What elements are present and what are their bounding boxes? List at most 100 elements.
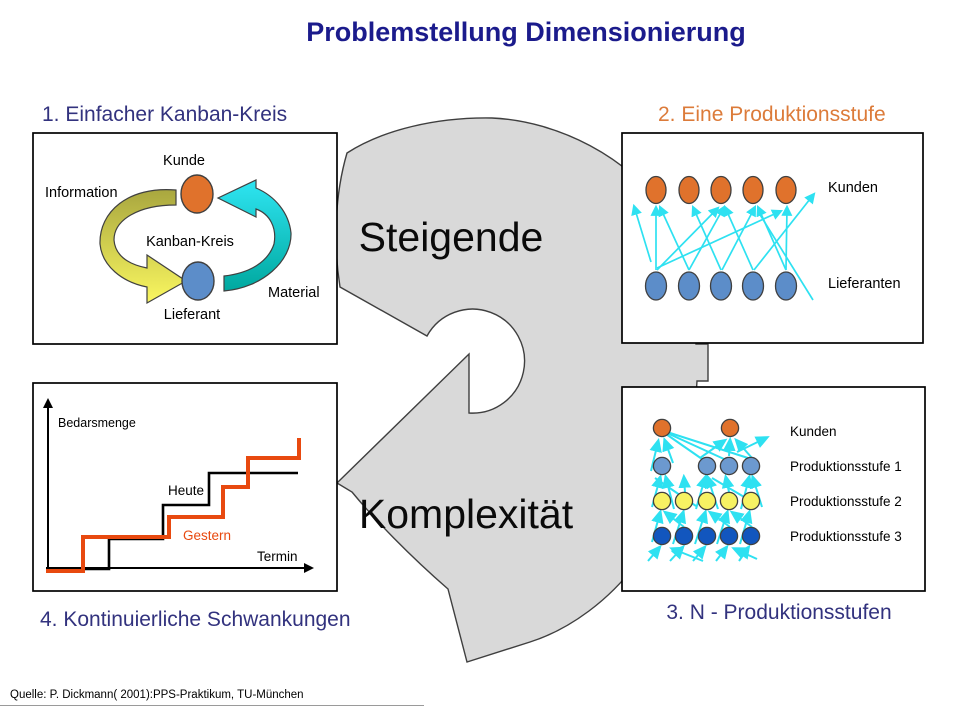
flow-line bbox=[665, 433, 703, 460]
gestern-series-label: Gestern bbox=[183, 528, 231, 543]
cycle-word-top: Steigende bbox=[359, 214, 544, 260]
panel-fluctuations: Bedarsmenge Termin Heute Gestern 4. Kont… bbox=[32, 382, 351, 631]
complexity-cycle-arrow: Steigende Komplexität bbox=[335, 117, 709, 663]
label-kunden: Kunden bbox=[790, 424, 837, 439]
supplier-node bbox=[677, 271, 701, 301]
label-information: Information bbox=[45, 185, 118, 201]
label-stage1: Produktionsstufe 1 bbox=[790, 459, 902, 474]
panel-kanban: 1. Einfacher Kanban-Kreis Kunde Informat… bbox=[32, 103, 338, 345]
flow-arrow bbox=[631, 203, 652, 263]
flow-arrow bbox=[723, 436, 736, 457]
flow-line bbox=[666, 431, 749, 459]
flow-arrow bbox=[656, 209, 784, 269]
panel-one-stage-heading: 2. Eine Produktionsstufe bbox=[658, 103, 886, 126]
stage1-node bbox=[741, 456, 761, 476]
flow-arrow bbox=[678, 473, 691, 493]
stage-flow-arrows bbox=[647, 431, 770, 562]
panel-n-stages-frame bbox=[621, 386, 926, 592]
flow-arrow bbox=[753, 192, 816, 271]
label-kunde: Kunde bbox=[163, 153, 205, 169]
flow-arrow bbox=[658, 204, 690, 271]
flow-arrow bbox=[695, 473, 709, 510]
supplier-node bbox=[774, 271, 798, 301]
stage2-node bbox=[741, 491, 761, 511]
flow-arrow bbox=[721, 205, 757, 271]
flow-arrow bbox=[691, 204, 722, 271]
information-arrow bbox=[99, 189, 188, 305]
supplier-node bbox=[741, 271, 765, 301]
stage2-row bbox=[652, 491, 761, 511]
stage2-node bbox=[719, 491, 739, 511]
stage1-node bbox=[697, 456, 717, 476]
customer-node bbox=[720, 418, 740, 438]
source-credit: Quelle: P. Dickmann( 2001):PPS-Praktikum… bbox=[10, 689, 304, 701]
panel-n-stages-heading: 3. N - Produktionsstufen bbox=[666, 601, 891, 624]
customer-nodes bbox=[645, 175, 797, 205]
flow-arrow bbox=[721, 473, 735, 493]
customer-node bbox=[652, 418, 672, 438]
stage2-node bbox=[652, 491, 672, 511]
label-stage3: Produktionsstufe 3 bbox=[790, 529, 902, 544]
flow-arrow bbox=[781, 204, 793, 271]
stage2-node bbox=[674, 491, 694, 511]
flow-arrow bbox=[736, 436, 770, 453]
customer-node bbox=[775, 175, 797, 205]
supplier-node bbox=[181, 261, 215, 301]
panel-one-stage: 2. Eine Produktionsstufe bbox=[621, 103, 924, 344]
label-lieferant: Lieferant bbox=[164, 307, 220, 323]
label-material: Material bbox=[268, 285, 320, 301]
flow-arrow bbox=[647, 544, 662, 562]
panel-n-stages: Kunden Produktionsstufe 1 Produktionsstu… bbox=[621, 386, 926, 624]
flow-arrow bbox=[716, 509, 730, 545]
heute-series-label: Heute bbox=[168, 483, 204, 498]
supplier-node bbox=[709, 271, 733, 301]
customer-node bbox=[678, 175, 700, 205]
customer-node bbox=[645, 175, 667, 205]
customer-node bbox=[710, 175, 732, 205]
flow-line bbox=[666, 432, 725, 460]
flow-arrow bbox=[669, 546, 704, 562]
material-arrow bbox=[216, 179, 292, 292]
flow-arrow bbox=[734, 437, 753, 459]
flow-arrow bbox=[707, 510, 731, 528]
stage3-node bbox=[697, 526, 717, 546]
slide-title: Problemstellung Dimensionierung bbox=[306, 17, 746, 47]
flow-arrow bbox=[729, 510, 753, 528]
flow-arrow bbox=[692, 544, 707, 562]
flow-arrow bbox=[731, 547, 758, 560]
stage1-node bbox=[652, 456, 672, 476]
flow-arrow bbox=[662, 437, 675, 464]
flow-arrow bbox=[699, 438, 728, 459]
stage3-node bbox=[719, 526, 739, 546]
stage1-node bbox=[719, 456, 739, 476]
label-kanban-kreis: Kanban-Kreis bbox=[146, 234, 234, 250]
customer-row bbox=[652, 418, 740, 438]
flow-arrow bbox=[705, 474, 719, 510]
label-lieferanten: Lieferanten bbox=[828, 276, 901, 292]
customer-node bbox=[180, 174, 214, 214]
panel-fluctuations-heading: 4. Kontinuierliche Schwankungen bbox=[40, 608, 351, 631]
stage3-row bbox=[652, 526, 761, 546]
stage3-node bbox=[741, 526, 761, 546]
y-axis-label: Bedarsmenge bbox=[58, 416, 136, 430]
panel-kanban-heading: 1. Einfacher Kanban-Kreis bbox=[42, 103, 287, 126]
supplier-nodes bbox=[644, 271, 798, 301]
flow-arrow bbox=[662, 510, 685, 528]
flow-arrow bbox=[739, 508, 753, 545]
stage3-node bbox=[674, 526, 694, 546]
gestern-step-line bbox=[46, 438, 301, 573]
x-axis-label: Termin bbox=[257, 549, 298, 564]
flow-arrow bbox=[749, 473, 763, 508]
cycle-word-bottom: Komplexität bbox=[359, 491, 574, 537]
supply-flow-arrows bbox=[631, 192, 816, 301]
heute-step-line bbox=[46, 471, 298, 571]
label-kunden: Kunden bbox=[828, 180, 878, 196]
stage3-node bbox=[652, 526, 672, 546]
flow-arrow bbox=[715, 544, 729, 562]
stage2-node bbox=[697, 491, 717, 511]
stage1-row bbox=[652, 456, 761, 476]
flow-arrow bbox=[672, 509, 686, 545]
supplier-node bbox=[644, 271, 668, 301]
